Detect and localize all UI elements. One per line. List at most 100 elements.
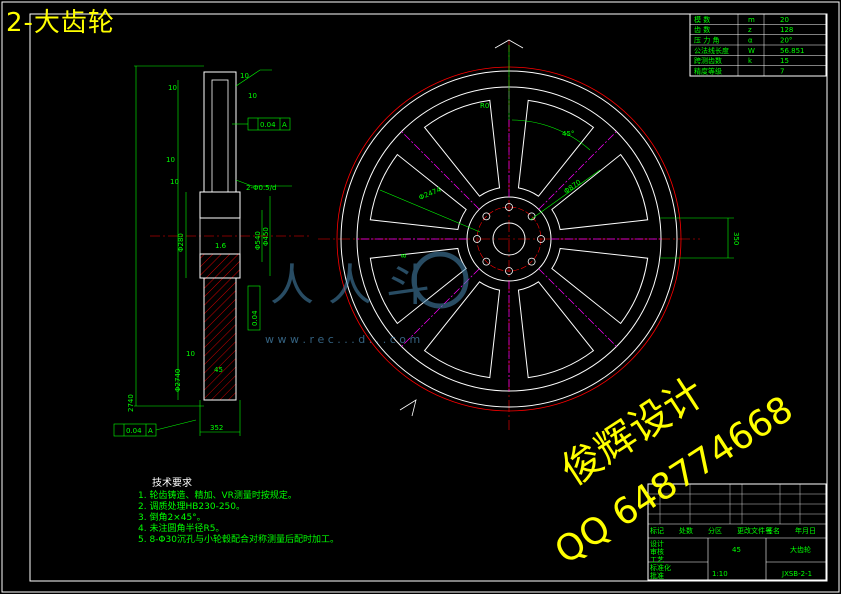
tb-col-header: 分区 bbox=[708, 526, 722, 535]
spoke-window bbox=[369, 247, 467, 325]
tech-req-item: 2. 调质处理HB230-250。 bbox=[138, 502, 245, 512]
roughness-e: 10 bbox=[170, 178, 179, 186]
dim-angle: 45° bbox=[562, 130, 574, 138]
dim-2740: 2740 bbox=[127, 394, 135, 412]
tech-req-item: 4. 未注圆角半径R5。 bbox=[138, 524, 225, 534]
spoke-window bbox=[517, 281, 595, 379]
web-top bbox=[211, 79, 229, 193]
section-view bbox=[134, 65, 310, 436]
param-symbol: W bbox=[748, 47, 755, 55]
bore-circle bbox=[492, 222, 526, 256]
angle-arc bbox=[511, 119, 591, 151]
roughness-c: 10 bbox=[168, 84, 177, 92]
tb-col-header: 标记 bbox=[650, 526, 664, 535]
tolerance-frame-top: 0.04 A bbox=[247, 117, 291, 131]
param-value: 128 bbox=[780, 26, 793, 34]
hub-hole bbox=[537, 235, 545, 243]
param-name: 压 力 角 bbox=[694, 36, 719, 45]
spoke-window bbox=[369, 153, 467, 231]
param-symbol: m bbox=[748, 16, 755, 24]
spoke-window bbox=[551, 153, 649, 231]
dim-45: 45 bbox=[214, 366, 223, 374]
tb-row-label: 标准化 bbox=[650, 563, 671, 572]
tolerance-frame-side: 0.04 bbox=[247, 285, 261, 331]
tol-bottom-ref: A bbox=[148, 427, 153, 435]
dim-bore2: Φ450 bbox=[262, 227, 270, 246]
hub-hole bbox=[505, 267, 513, 275]
param-name: 跨测齿数 bbox=[694, 56, 722, 65]
dim-face-width: 352 bbox=[210, 424, 223, 432]
leader-top bbox=[235, 69, 272, 87]
front-view: 350 Φ2474 Φ870 45° 8 R0 bbox=[318, 39, 740, 430]
tb-col-header: 年月日 bbox=[795, 526, 816, 535]
param-value: 20 bbox=[780, 16, 789, 24]
tb-row-label: 工艺 bbox=[650, 556, 664, 564]
dim-rim: Φ2740 bbox=[174, 369, 182, 392]
watermark-logo-glyphs: 人 人 斗 bbox=[270, 260, 430, 311]
hub-bottom bbox=[199, 253, 241, 279]
tb-col-header: 更改文件号 bbox=[737, 526, 772, 535]
section-marker-top bbox=[494, 39, 524, 49]
tol-top-ref: A bbox=[282, 121, 287, 129]
tb-row-label: 设计 bbox=[650, 539, 664, 548]
watermark-site: w w w . r e c . . . d . . . c o m bbox=[265, 333, 420, 346]
dim-hub: Φ540 bbox=[254, 231, 262, 250]
leader-mid bbox=[235, 179, 292, 187]
section-arrow bbox=[399, 399, 417, 417]
drawing-title: 2-大齿轮 bbox=[6, 8, 115, 38]
web-bottom bbox=[203, 277, 237, 401]
dim-10: 10 bbox=[186, 350, 195, 358]
spoke-window bbox=[517, 99, 595, 197]
roughness-b: 10 bbox=[248, 92, 257, 100]
tb-drawing-no: JXSB-2-1 bbox=[781, 570, 812, 578]
tech-req-list: 1. 轮齿铸造、精加、VR测量时按规定。 2. 调质处理HB230-250。 3… bbox=[138, 491, 339, 546]
roughness-a: 10 bbox=[240, 72, 249, 80]
spoke-centerline bbox=[538, 131, 617, 210]
tol-bottom-value: 0.04 bbox=[126, 427, 142, 435]
hub-hole bbox=[482, 257, 491, 266]
tb-row-label: 批准 bbox=[650, 571, 664, 580]
leader-tol-bottom bbox=[155, 419, 197, 431]
side-tol-value: 0.04 bbox=[251, 310, 259, 326]
tb-col-header: 处数 bbox=[679, 526, 693, 535]
hub-hole bbox=[527, 257, 536, 266]
roughness-d: 10 bbox=[166, 156, 175, 164]
param-name: 公法线长度 bbox=[694, 46, 729, 55]
dim-bolt-circle: Φ2474 bbox=[418, 185, 443, 201]
param-value: 15 bbox=[780, 57, 789, 65]
tb-material: 45 bbox=[732, 546, 741, 554]
tech-req-heading: 技术要求 bbox=[152, 478, 192, 489]
tb-part-name: 大齿轮 bbox=[790, 545, 811, 554]
tb-revision-grid bbox=[648, 484, 826, 524]
dim-keyway: 8 bbox=[400, 254, 408, 258]
spoke-window bbox=[423, 281, 501, 379]
param-value: 20° bbox=[780, 37, 792, 45]
param-symbol: α bbox=[748, 37, 753, 45]
param-symbol: z bbox=[748, 26, 752, 34]
spoke-centerline bbox=[538, 268, 617, 347]
hub-hole bbox=[482, 212, 491, 221]
tb-scale: 1:10 bbox=[712, 570, 728, 578]
spoke-window bbox=[551, 247, 649, 325]
tb-col-header: 签名 bbox=[766, 526, 780, 535]
spoke-window bbox=[423, 99, 501, 197]
technical-requirements: 技术要求 1. 轮齿铸造、精加、VR测量时按规定。 2. 调质处理HB230-2… bbox=[138, 478, 339, 546]
tb-row-label: 审核 bbox=[650, 547, 664, 556]
spoke-centerline bbox=[401, 131, 480, 210]
rim-top bbox=[203, 71, 237, 193]
hub-top bbox=[199, 191, 241, 219]
bolt-dim-line bbox=[379, 189, 481, 233]
hub-hole bbox=[473, 235, 481, 243]
spoke-dim-line bbox=[529, 169, 601, 221]
tech-req-item: 5. 8-Φ30沉孔与小轮毂配合对称测量后配时加工。 bbox=[138, 535, 339, 545]
param-value: 7 bbox=[780, 68, 784, 76]
param-name: 精度等级 bbox=[694, 67, 722, 76]
bolt-circle bbox=[476, 206, 542, 272]
watermark-logo: 人 人 斗 bbox=[270, 251, 469, 311]
